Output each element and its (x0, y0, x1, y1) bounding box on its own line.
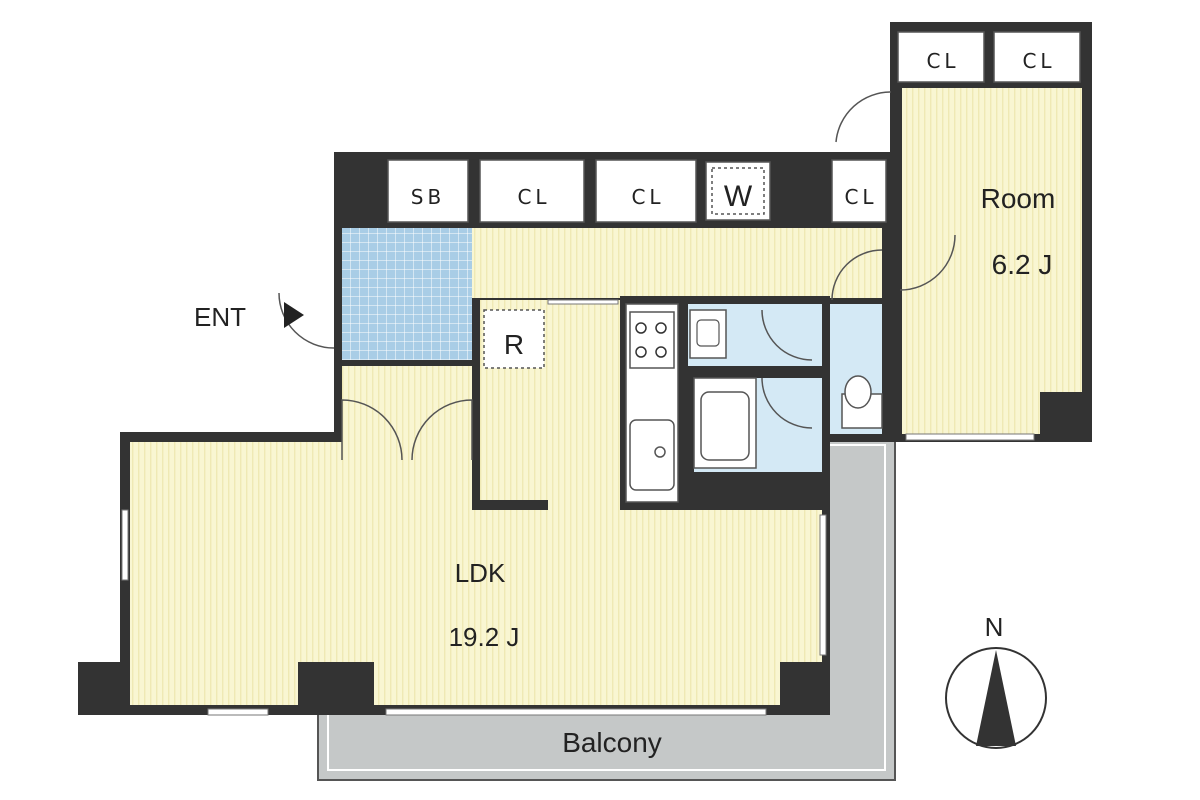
ldk-size: 19.2 J (449, 622, 520, 652)
closet-2 (595, 159, 697, 223)
closet-top-1 (897, 31, 985, 83)
entrance-arrow-icon (284, 302, 304, 328)
room-floor (902, 88, 1082, 434)
closet-top-2 (993, 31, 1081, 83)
closet-3 (831, 159, 887, 223)
closet-top-1-label: CL (926, 49, 959, 73)
north-arrow-icon (976, 650, 1016, 746)
doors (278, 91, 956, 461)
ldk-floor (130, 300, 822, 705)
shoe-box (387, 159, 469, 223)
washer-space (705, 161, 771, 221)
entrance-label: ENT (194, 302, 246, 332)
closet-top-2-label: CL (1022, 49, 1055, 73)
closet-2-label: CL (631, 185, 664, 209)
room-size: 6.2 J (992, 249, 1053, 280)
ldk-name: LDK (455, 558, 506, 588)
compass-label: N (985, 612, 1004, 642)
genkan-tiles (342, 228, 472, 364)
toilet (830, 249, 883, 434)
shoe-box-label: SB (411, 185, 445, 209)
windows (121, 299, 1035, 716)
washer-label: W (724, 180, 753, 213)
washroom (688, 304, 822, 366)
bathroom (688, 372, 822, 502)
closet-1 (479, 159, 585, 223)
room-name: Room (981, 183, 1056, 214)
closet-3-label: CL (844, 185, 877, 209)
hallway-floor (472, 228, 890, 298)
kitchen-counter (625, 303, 679, 503)
balcony-name: Balcony (562, 727, 662, 758)
entrance-hall-floor (342, 365, 472, 460)
compass: N (945, 612, 1047, 749)
closet-1-label: CL (517, 185, 550, 209)
interior-walls (334, 228, 890, 510)
fridge-space (483, 309, 545, 369)
fridge-label: R (504, 329, 524, 360)
